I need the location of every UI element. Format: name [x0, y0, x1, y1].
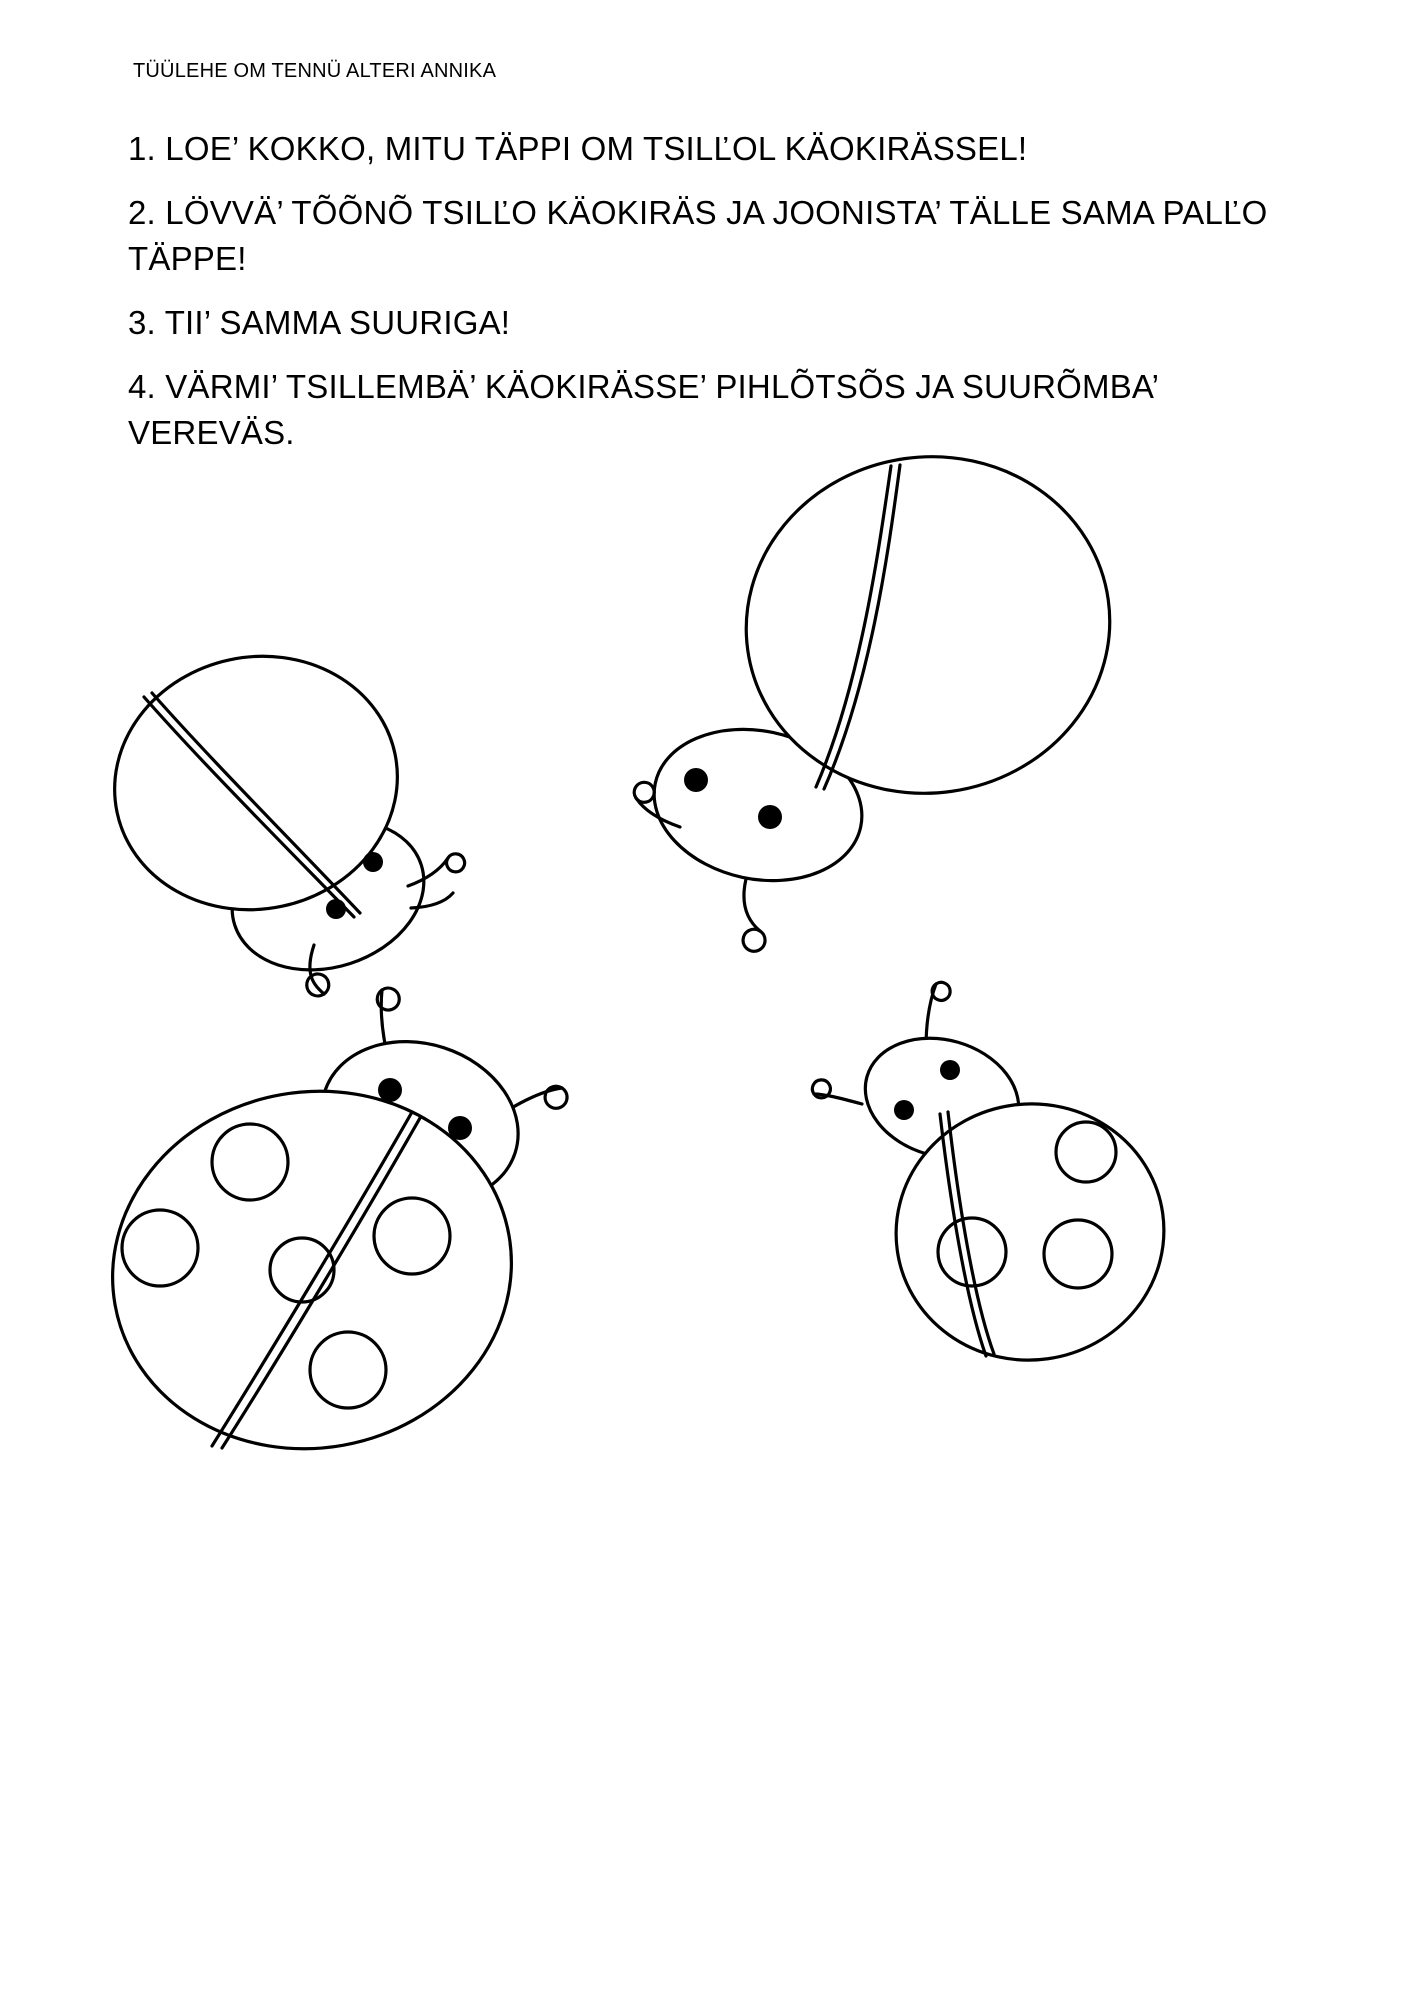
ladybug-eye-1	[378, 1078, 402, 1102]
ladybug-shell-divider-2	[220, 1116, 422, 1450]
ladybug-shell-spot	[1054, 1120, 1118, 1184]
ladybug-bottom-left	[90, 950, 610, 1470]
ladybug-shell-divider	[938, 1112, 988, 1358]
ladybug-head	[652, 727, 864, 883]
ladybug-shell-divider	[142, 695, 356, 919]
ladybug-shell-divider-2	[946, 1110, 996, 1356]
ladybug-shell	[111, 1089, 513, 1451]
ladybug-antenna-up-curl	[930, 980, 952, 1002]
ladybug-leg-left-curl	[305, 972, 331, 998]
instruction-item-2: 2. LÖVVÄ’ TÕÕNÕ TSILĽO KÄOKIRÄS JA JOONI…	[128, 194, 1277, 277]
ladybug-shell	[113, 654, 399, 912]
ladybug-shell-spot	[120, 1208, 200, 1288]
ladybug-bottom-right	[790, 970, 1166, 1420]
ladybug-shell	[894, 1102, 1166, 1362]
ladybug-shell-divider	[814, 464, 893, 789]
ladybug-antenna-right-curl	[543, 1084, 569, 1110]
instruction-item-1: 1. LOE’ KOKKO, MITU TÄPPI OM TSILĽOL KÄO…	[128, 130, 1028, 167]
ladybug-antenna-left-curl	[810, 1078, 832, 1100]
ladybug-shell-spot	[308, 1330, 388, 1410]
ladybug-antenna-right2	[409, 891, 455, 910]
ladybug-eye-1	[940, 1060, 960, 1080]
ladybug-shell-spot	[936, 1216, 1008, 1288]
ladybug-eye-2	[894, 1100, 914, 1120]
ladybug-shell-divider	[210, 1110, 414, 1448]
ladybug-figures	[0, 445, 1414, 1965]
instruction-item-4: 4. VÄRMI’ TSILLEMBÄ’ KÄOKIRÄSSE’ PIHLÕTS…	[128, 368, 1168, 451]
ladybug-eye-1	[363, 852, 383, 872]
ladybug-shell-spot	[210, 1122, 290, 1202]
ladybug-leg-bottom-curl	[741, 927, 767, 953]
ladybug-shell	[744, 455, 1112, 795]
ladybug-shell-spot	[268, 1236, 336, 1304]
worksheet-header: TÜÜLEHE OM TENNÜ ALTERI ANNIKA	[133, 60, 497, 82]
ladybug-antenna-left-curl	[375, 986, 401, 1012]
instruction-list: 1. LOE’ KOKKO, MITU TÄPPI OM TSILĽOL KÄO…	[128, 126, 1268, 456]
ladybug-shell-spot	[1042, 1218, 1114, 1290]
ladybug-shell-divider-2	[822, 463, 902, 791]
ladybug-shell-divider-2	[150, 691, 362, 915]
ladybug-shell-spot	[372, 1196, 452, 1276]
ladybug-antenna-right-curl	[444, 852, 467, 874]
ladybug-eye-1	[684, 768, 708, 792]
instruction-item-3: 3. TII’ SAMMA SUURIGA!	[128, 304, 511, 341]
ladybug-eye-2	[326, 899, 346, 919]
ladybug-eye-2	[448, 1116, 472, 1140]
ladybug-antenna-left	[812, 1092, 864, 1106]
ladybug-top-left	[108, 515, 478, 1015]
ladybug-top-right	[628, 435, 1128, 965]
ladybug-leg-bottom	[742, 877, 762, 933]
ladybug-eye-2	[758, 805, 782, 829]
ladybug-leg-left-curl	[632, 780, 656, 804]
